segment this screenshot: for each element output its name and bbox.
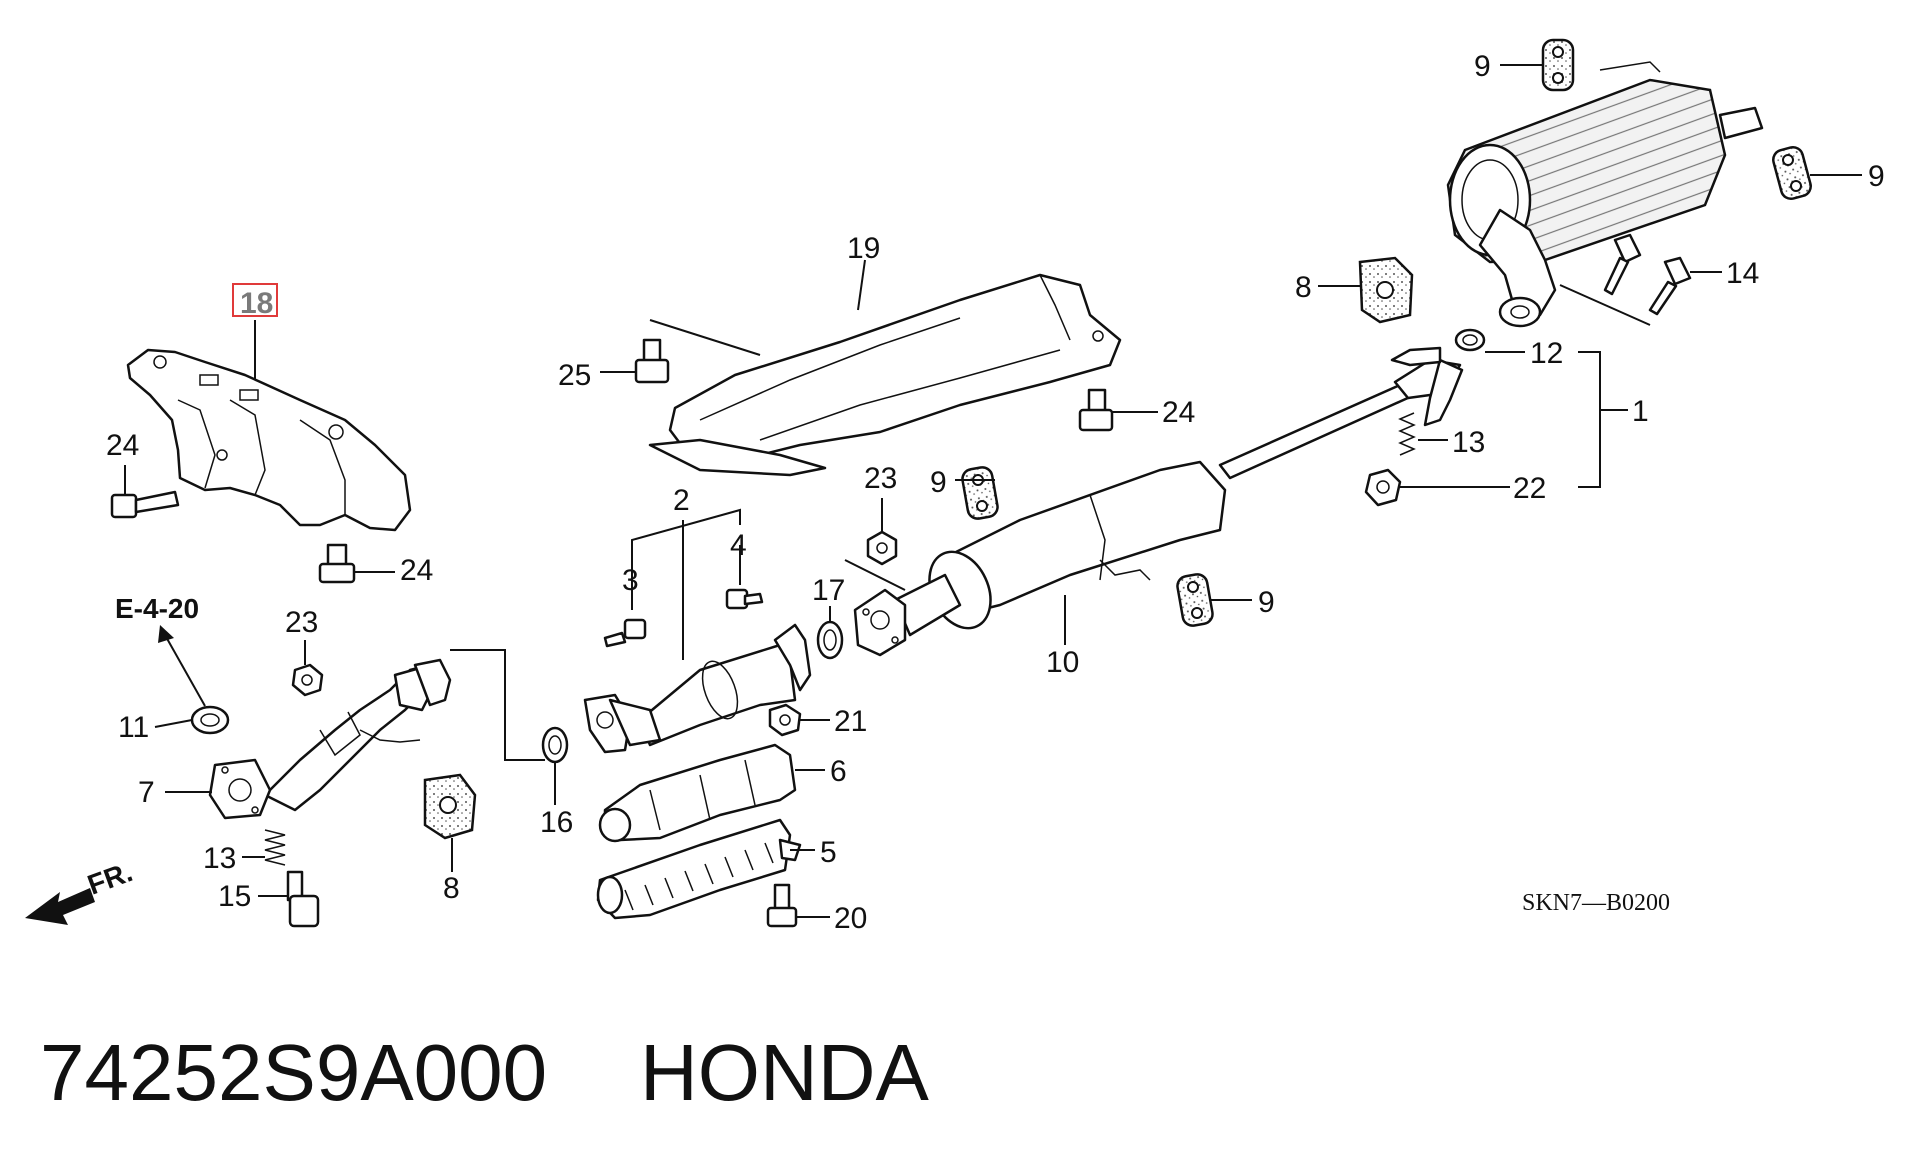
rubber-mount-9-right[interactable] <box>1771 145 1813 201</box>
callout-9-top: 9 <box>1474 50 1491 83</box>
gasket-17[interactable] <box>816 620 844 660</box>
mount-8-right[interactable] <box>1358 256 1414 324</box>
callout-17: 17 <box>812 574 845 607</box>
callout-13-left: 13 <box>203 842 236 875</box>
callout-6: 6 <box>830 755 847 788</box>
highlight-box-18 <box>232 283 278 317</box>
brand-name: HONDA <box>640 1028 930 1117</box>
callout-2: 2 <box>673 484 690 517</box>
footer: 74252S9A000 HONDA <box>40 1028 930 1117</box>
callout-4: 4 <box>730 529 747 562</box>
part-number: 74252S9A000 <box>40 1028 547 1117</box>
bolt-4[interactable] <box>725 588 764 610</box>
heat-shield-5[interactable] <box>596 818 802 920</box>
callout-18: 18 <box>240 287 273 320</box>
callout-21: 21 <box>834 705 867 738</box>
callout-11: 11 <box>118 711 149 744</box>
spring-13-left[interactable] <box>264 829 286 866</box>
muffler-assembly[interactable] <box>1446 61 1764 328</box>
callout-labels: 18 24 24 24 19 25 9 9 9 9 8 14 12 1 13 2… <box>106 50 1885 935</box>
bolt-24-left[interactable] <box>110 490 180 519</box>
callout-8-right: 8 <box>1295 271 1312 304</box>
bolt-15[interactable] <box>286 870 320 928</box>
heat-shield-6[interactable] <box>598 743 797 843</box>
callout-10: 10 <box>1046 646 1079 679</box>
callout-12: 12 <box>1530 337 1563 370</box>
gasket-16[interactable] <box>541 726 569 764</box>
callout-20: 20 <box>834 902 867 935</box>
mount-8-left[interactable] <box>423 773 477 840</box>
section-reference: E-4-20 <box>115 593 199 624</box>
bolt-3[interactable] <box>603 618 647 648</box>
gasket-12[interactable] <box>1454 328 1486 352</box>
callout-9-mid: 9 <box>930 466 947 499</box>
front-pipe-7[interactable] <box>208 658 452 820</box>
nut-23-upper[interactable] <box>866 530 898 566</box>
bolt-24-right[interactable] <box>1078 388 1114 432</box>
callout-9-low: 9 <box>1258 586 1275 619</box>
callout-3: 3 <box>622 564 639 597</box>
converter-2[interactable] <box>583 623 812 754</box>
bolt-14[interactable] <box>1603 233 1692 316</box>
gasket-11[interactable] <box>190 705 230 735</box>
nut-23-lower[interactable] <box>291 663 324 697</box>
front-direction-label: FR. <box>83 856 136 901</box>
callout-8-left: 8 <box>443 872 460 905</box>
callout-24-right: 24 <box>1162 396 1195 429</box>
center-pipe-10[interactable] <box>853 346 1464 657</box>
bolt-24-lower[interactable] <box>318 543 356 584</box>
callout-9-right: 9 <box>1868 160 1885 193</box>
leader-lines <box>124 64 1862 918</box>
callout-14: 14 <box>1726 257 1759 290</box>
callout-7: 7 <box>138 776 155 809</box>
front-direction-arrow: FR. <box>25 856 136 925</box>
bolt-25[interactable] <box>634 338 670 384</box>
callout-24-left: 24 <box>106 429 139 462</box>
heat-shield-19[interactable] <box>648 273 1122 477</box>
spring-13-right[interactable] <box>1398 412 1416 456</box>
callout-23-lower: 23 <box>285 606 318 639</box>
heat-shield-18[interactable] <box>126 348 412 532</box>
rubber-mount-9-mid[interactable] <box>961 466 999 520</box>
rubber-mount-9-top[interactable] <box>1541 38 1575 92</box>
nut-21[interactable] <box>768 703 802 737</box>
callout-16: 16 <box>540 806 573 839</box>
callout-25: 25 <box>558 359 591 392</box>
callout-13-right: 13 <box>1452 426 1485 459</box>
rubber-mount-9-low[interactable] <box>1176 573 1214 627</box>
nut-22[interactable] <box>1364 468 1402 507</box>
callout-23-upper: 23 <box>864 462 897 495</box>
callout-24-lower: 24 <box>400 554 433 587</box>
callout-22: 22 <box>1513 472 1546 505</box>
callout-5: 5 <box>820 836 837 869</box>
callout-15: 15 <box>218 880 251 913</box>
diagram-code: SKN7—B0200 <box>1522 890 1670 916</box>
callout-19: 19 <box>847 232 880 265</box>
callout-1: 1 <box>1632 395 1649 428</box>
bolt-20[interactable] <box>766 883 798 928</box>
